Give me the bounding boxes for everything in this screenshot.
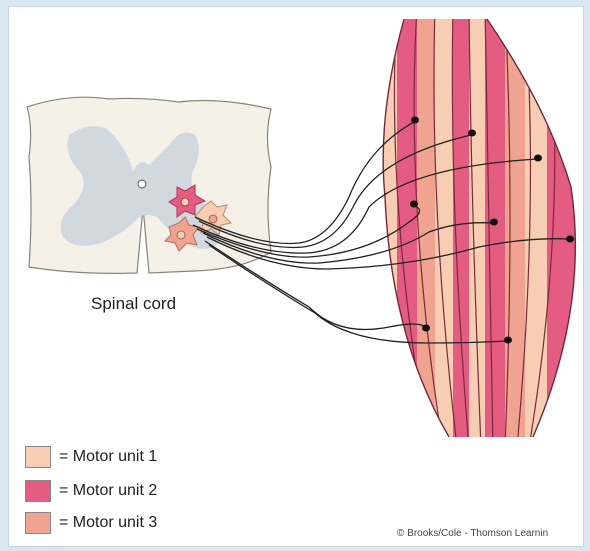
muscle-fiber xyxy=(525,7,549,447)
legend-label: = Motor unit 3 xyxy=(59,514,157,532)
muscle-fiber xyxy=(547,7,583,447)
central-canal xyxy=(138,180,146,188)
copyright-text: © Brooks/Cole - Thomson Learnin xyxy=(397,528,548,538)
legend-item-motor-unit-3: = Motor unit 3 xyxy=(25,511,157,535)
muscle-fiber xyxy=(485,7,507,447)
legend-swatch xyxy=(25,512,51,534)
neuromuscular-junction xyxy=(411,117,419,124)
neuromuscular-junction xyxy=(566,236,574,243)
legend-swatch xyxy=(25,446,51,468)
figure-frame: Spinal cord = Motor unit 1 = Motor unit … xyxy=(8,6,584,547)
neuromuscular-junction xyxy=(534,155,542,162)
neuromuscular-junction xyxy=(504,337,512,344)
legend-label: = Motor unit 1 xyxy=(59,448,157,466)
neuromuscular-junction xyxy=(410,201,418,208)
legend-swatch xyxy=(25,480,51,502)
neuromuscular-junction xyxy=(468,130,476,137)
neuromuscular-junction xyxy=(490,219,498,226)
legend-item-motor-unit-2: = Motor unit 2 xyxy=(25,479,157,503)
neuromuscular-junction xyxy=(422,325,430,332)
spinal-cord-label: Spinal cord xyxy=(91,294,176,314)
legend-item-motor-unit-1: = Motor unit 1 xyxy=(25,445,157,469)
legend-label: = Motor unit 2 xyxy=(59,482,157,500)
